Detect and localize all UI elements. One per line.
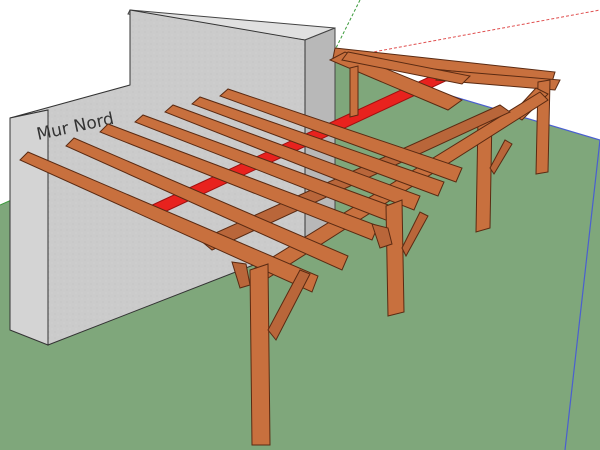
braces[interactable] <box>231 139 513 341</box>
back-frame[interactable] <box>328 47 561 111</box>
front-posts[interactable] <box>249 199 405 446</box>
rafter <box>219 88 463 183</box>
rafter <box>19 151 319 293</box>
rafter <box>164 104 421 211</box>
wall-front-face <box>9 109 49 346</box>
post-front-mid <box>385 199 405 317</box>
rafter <box>191 96 445 197</box>
post-front-left <box>249 263 271 446</box>
rafter <box>65 137 349 271</box>
rafters[interactable] <box>19 88 463 293</box>
